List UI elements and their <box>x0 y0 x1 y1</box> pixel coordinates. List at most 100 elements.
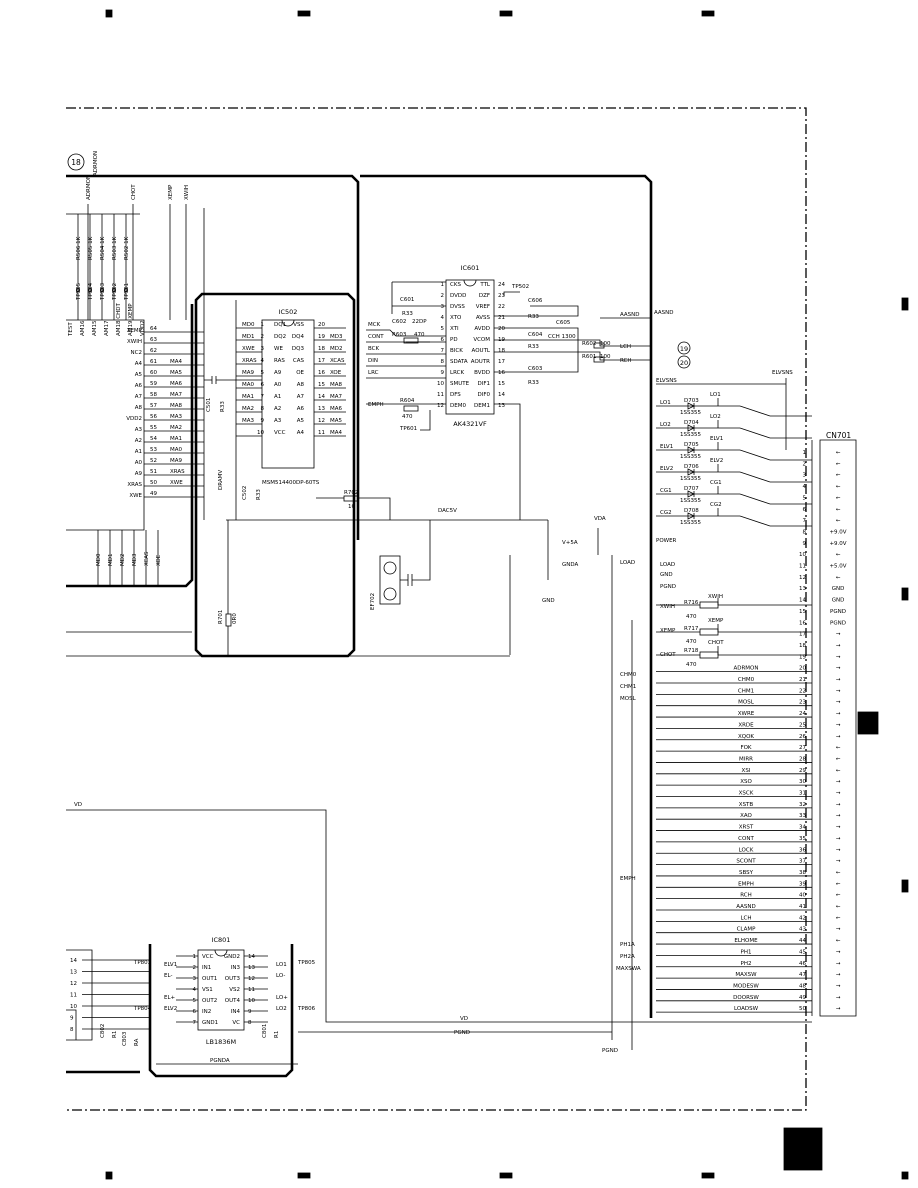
marker-19-label: 19 <box>680 345 688 353</box>
ic502-right-net-17: XCAS <box>330 358 345 364</box>
ic601-right-pin-21: 21 <box>498 315 505 321</box>
cn701-pin-31: 31 <box>799 791 806 797</box>
cn701-pin-25: 25 <box>799 722 806 728</box>
diode-part-D705: 1SS355 <box>680 454 701 460</box>
cn701-net-30: XSO <box>740 779 752 785</box>
ic502-left-pin-5: 5 <box>261 370 265 376</box>
cn701-dir-43: → <box>836 927 841 933</box>
ic601-r602v: 100 <box>600 341 611 347</box>
cn701-net-47: MAXSW <box>735 972 757 978</box>
cn701-pin-16: 16 <box>799 620 806 626</box>
ic601-right-name-17: AOUTR <box>471 359 490 365</box>
left-ic-label-57: A8 <box>135 405 143 411</box>
diode-part-D703: 1SS355 <box>680 410 701 416</box>
ic801-left-name-5: OUT2 <box>202 998 217 1004</box>
tp-dot <box>100 287 105 292</box>
crop-mark <box>499 10 513 17</box>
ma-label-6: MA2 <box>170 425 182 431</box>
ic601-left-name-4: XTO <box>450 315 462 321</box>
ic502-right-name-17: CAS <box>293 358 305 364</box>
cn701-dir-30: → <box>836 779 841 785</box>
side-label-4: AM18 CHDT <box>116 303 122 336</box>
ic502-right-net-13: MA6 <box>330 406 343 412</box>
left-ic-label-60: A5 <box>135 372 143 378</box>
val-r1: R1 <box>112 1031 118 1038</box>
ic801-right-name-13: IN3 <box>231 965 241 971</box>
ic801-right-pin-9: 9 <box>248 1009 252 1015</box>
left-ic-bottom-3: MD3 <box>132 553 138 566</box>
left-ic-pin-53: 53 <box>150 447 157 453</box>
net-chot: CHOT <box>660 652 676 658</box>
ic601-r33b: R33 <box>528 314 539 320</box>
tp804: TP804 <box>133 1006 152 1012</box>
ic801-right-pin-8: 8 <box>248 1020 252 1026</box>
ic502-right-net-19: MD3 <box>330 334 343 340</box>
diode-symbol <box>687 512 695 520</box>
net-maxswa: MAXSWA <box>616 966 641 972</box>
left-ic-bottom-4: XCAS <box>144 551 150 566</box>
ic502-left-net-8: MA2 <box>242 406 254 412</box>
res-left-3: R503 1K <box>112 236 118 260</box>
ic601-left-name-5: XTI <box>450 326 459 332</box>
cn701-dir-1: ← <box>836 450 841 456</box>
marker-20-label: 20 <box>680 359 688 367</box>
ic601-right-name-18: AOUTL <box>472 348 491 354</box>
net-pgnd: PGND <box>660 584 676 590</box>
left-ic-pin-54: 54 <box>150 436 157 442</box>
left-ic-label-54: A2 <box>135 438 142 444</box>
net-chot2: CHOT <box>708 640 724 646</box>
cn701-dir-27: ← <box>836 745 841 751</box>
side-label-6: VDD2 <box>140 320 146 336</box>
side-label-1: AM16 <box>80 320 86 336</box>
cn701-dir-5: ← <box>836 495 841 501</box>
left-box-pin-11: 11 <box>70 993 77 999</box>
ic601-left-pin-7: 7 <box>441 348 445 354</box>
cn701-pin-4: 4 <box>803 484 807 490</box>
tp-dot <box>112 287 117 292</box>
left-ic-label-56: VDD2 <box>126 416 142 422</box>
cn701-pin-21: 21 <box>799 677 806 683</box>
ma-label-9: MA9 <box>170 458 183 464</box>
ic801-right-pin-13: 13 <box>248 965 255 971</box>
cn701-dir-21: → <box>836 677 841 683</box>
cn701-dir-35: → <box>836 836 841 842</box>
cn701-dir-11: +5.0V <box>829 564 846 570</box>
v5a: V+5A <box>562 540 578 546</box>
r716v: 470 <box>686 614 697 620</box>
r702: R702 <box>344 490 358 496</box>
left-ic-label-51: A9 <box>135 471 143 477</box>
ic801-left-net-1: EL- <box>164 973 172 979</box>
ic601-left-pin-4: 4 <box>441 315 445 321</box>
ic601-net-aasnd: AASND <box>620 312 640 318</box>
ic601-c602: C602 <box>392 319 406 325</box>
ic601-net-rch: RCH <box>620 358 632 364</box>
ic601-left-name-12: DEM0 <box>450 403 466 409</box>
cn701-dir-9: +9.0V <box>829 541 846 547</box>
ic801-right-pin-11: 11 <box>248 987 255 993</box>
ic502-left-name-5: A9 <box>274 370 282 376</box>
ic601-part: AK4321VF <box>453 420 487 428</box>
tp-dot <box>76 287 81 292</box>
res-left-4: R502 1K <box>124 236 130 260</box>
left-ic-pin-52: 52 <box>150 458 157 464</box>
ic801-right-name-9: IN4 <box>231 1009 241 1015</box>
left-box-pin-14: 14 <box>70 958 77 964</box>
left-ic-pin-51: 51 <box>150 469 157 475</box>
ic601-input-MCK: MCK <box>368 322 381 328</box>
ic801-left-net-0: ELV1 <box>164 962 177 968</box>
cn701-pin-10: 10 <box>799 552 806 558</box>
ic502-r33: R33 <box>220 401 226 412</box>
cn701-pin-43: 43 <box>799 927 806 933</box>
ic801-right-pin-14: 14 <box>248 954 255 960</box>
ic801-left-pin-2: 2 <box>193 965 197 971</box>
cn701-dir-4: ← <box>836 484 841 490</box>
ic601-net-elvsns: ELVSNS <box>656 378 677 384</box>
diode-name-D706: D706 <box>684 464 699 470</box>
cn701-pin-27: 27 <box>799 745 806 751</box>
ic601-left-pin-1: 1 <box>441 282 445 288</box>
diode-part-D708: 1SS355 <box>680 520 701 526</box>
left-ic-label-53: A1 <box>135 449 142 455</box>
marker-18 <box>67 153 85 171</box>
ic801-left-pin-1: 1 <box>193 954 197 960</box>
cn701-pin-42: 42 <box>799 915 806 921</box>
